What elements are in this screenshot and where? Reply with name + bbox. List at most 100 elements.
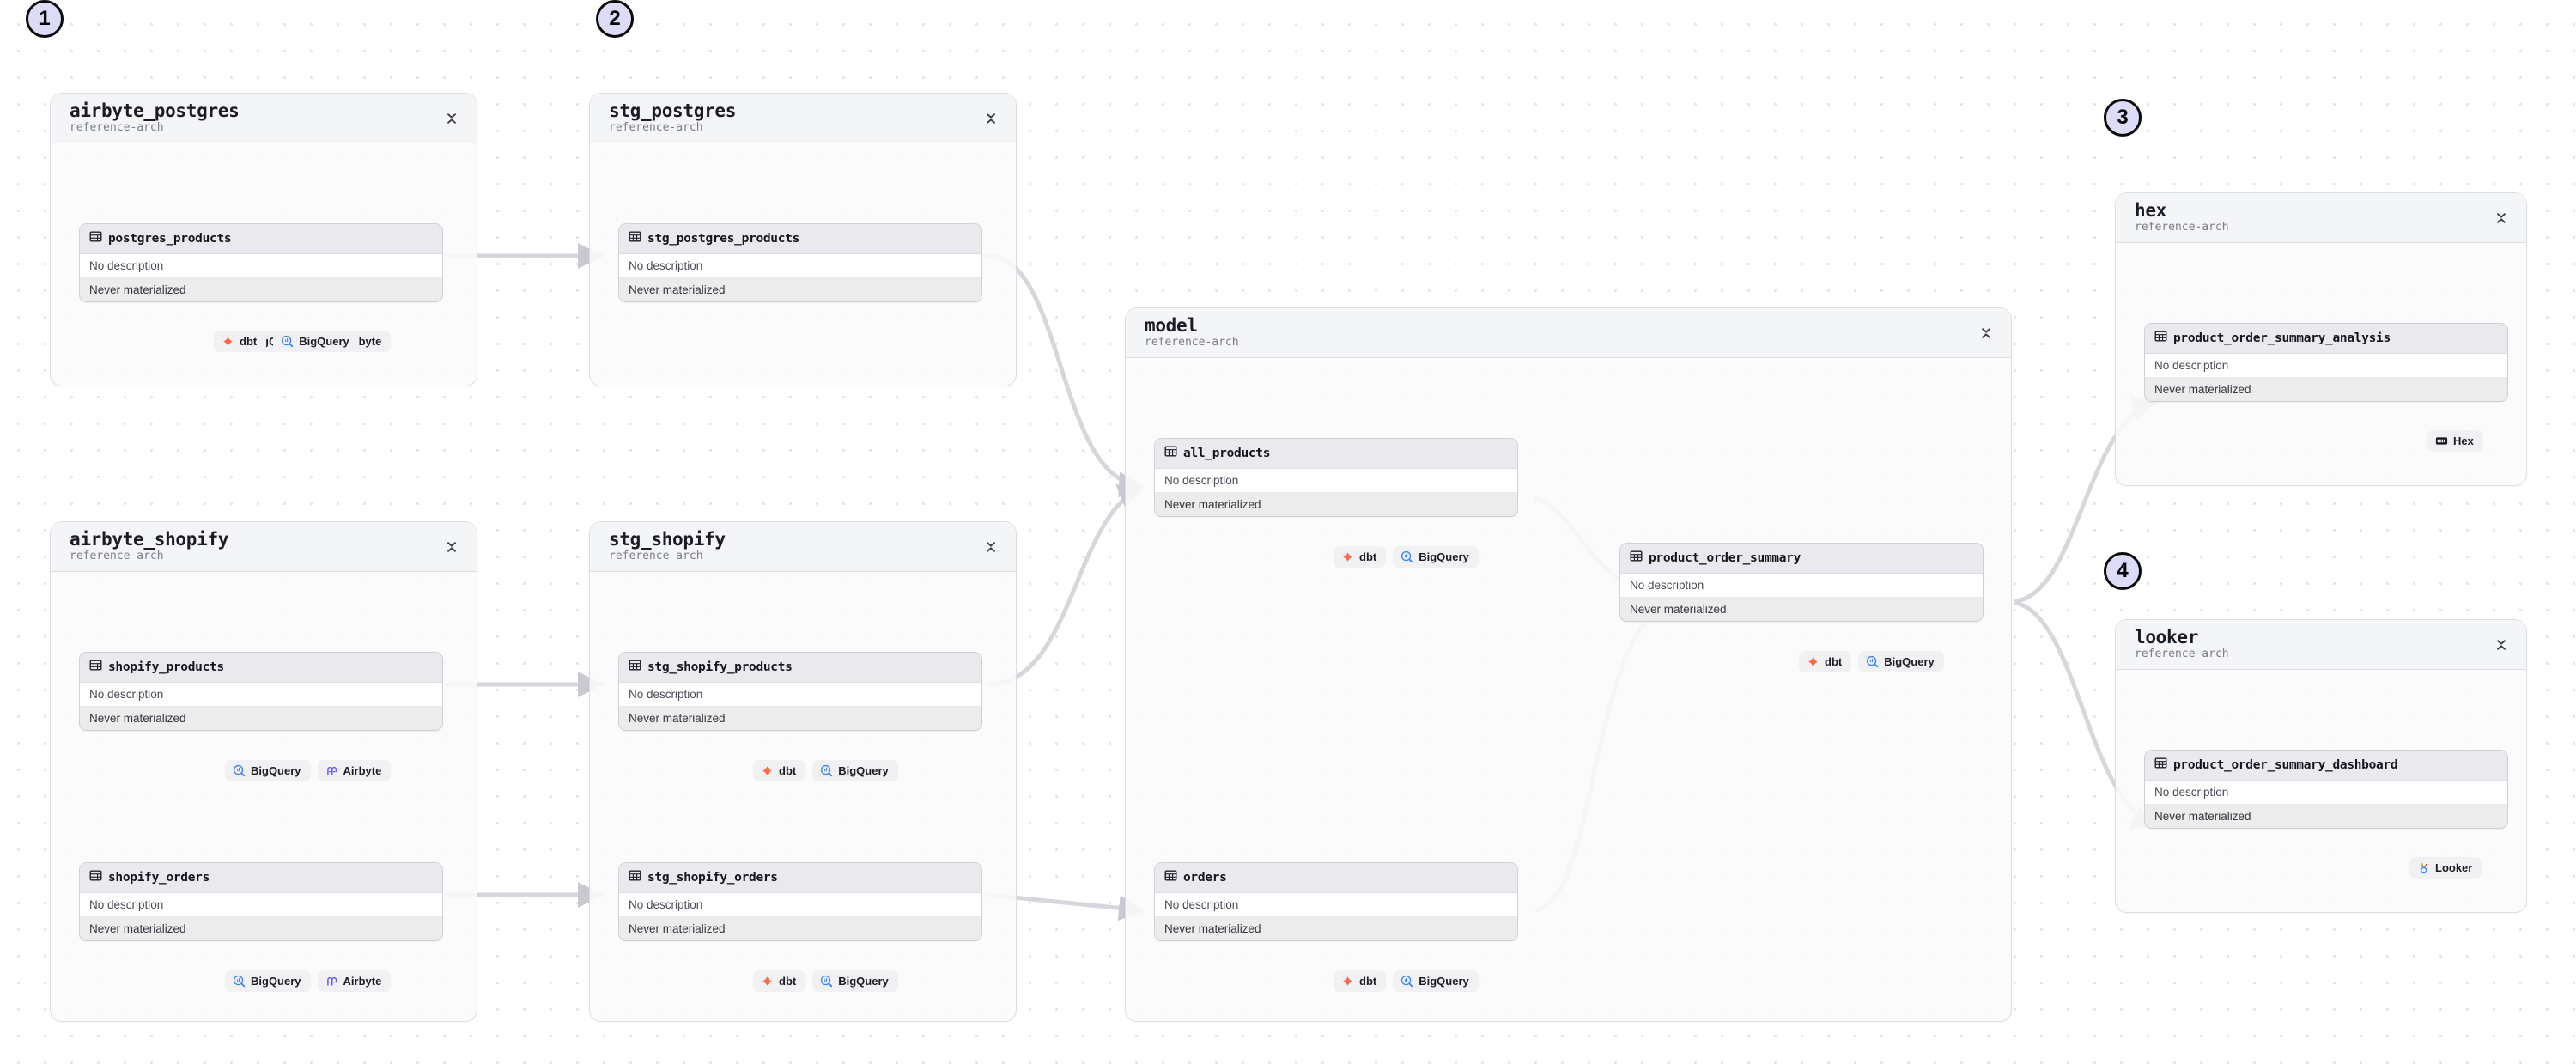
table-grid-icon bbox=[1164, 445, 1177, 462]
group-subtitle: reference-arch bbox=[2135, 221, 2229, 234]
collapse-chevrons-icon[interactable] bbox=[444, 539, 459, 555]
badge-bigquery[interactable]: BigQuery bbox=[273, 331, 359, 352]
asset-materialization-status: Never materialized bbox=[1155, 493, 1517, 516]
badge-label: BigQuery bbox=[838, 975, 889, 988]
collapse-chevrons-icon[interactable] bbox=[983, 111, 999, 126]
collapse-chevrons-icon[interactable] bbox=[2494, 637, 2509, 653]
asset-node-name: stg_shopify_orders bbox=[647, 871, 778, 885]
collapse-chevrons-icon[interactable] bbox=[983, 539, 999, 555]
badge-bigquery[interactable]: BigQuery bbox=[1393, 546, 1479, 568]
asset-description: No description bbox=[619, 254, 981, 278]
badge-dbt[interactable]: dbt bbox=[1334, 546, 1387, 568]
collapse-chevrons-icon[interactable] bbox=[1978, 325, 1994, 341]
integration-badges-product_order_summary: dbt BigQuery bbox=[1799, 651, 1944, 672]
collapse-chevrons-icon[interactable] bbox=[2494, 210, 2509, 226]
integration-badges-stg_postgres_products: dbt BigQuery bbox=[214, 331, 359, 352]
badge-bigquery[interactable]: BigQuery bbox=[812, 970, 898, 992]
asset-description: No description bbox=[619, 683, 981, 707]
asset-node-header: shopify_products bbox=[80, 653, 442, 683]
dbt-icon bbox=[1807, 655, 1820, 668]
collapse-chevrons-icon[interactable] bbox=[444, 111, 459, 126]
badge-airbyte[interactable]: Airbyte bbox=[317, 760, 392, 781]
table-grid-icon bbox=[1164, 869, 1177, 886]
badge-dbt[interactable]: dbt bbox=[753, 970, 806, 992]
dbt-icon bbox=[761, 975, 774, 988]
asset-description: No description bbox=[80, 254, 442, 278]
badge-label: dbt bbox=[1359, 975, 1377, 988]
asset-description: No description bbox=[2145, 781, 2507, 805]
asset-node-product_order_summary_dashboard[interactable]: product_order_summary_dashboard No descri… bbox=[2144, 750, 2508, 829]
step-marker-3: 3 bbox=[2104, 99, 2142, 137]
badge-airbyte[interactable]: Airbyte bbox=[317, 970, 392, 992]
asset-node-name: shopify_orders bbox=[108, 871, 210, 885]
badge-dbt[interactable]: dbt bbox=[214, 331, 267, 352]
badge-label: dbt bbox=[1359, 550, 1377, 563]
badge-dbt[interactable]: dbt bbox=[1334, 970, 1387, 992]
badge-bigquery[interactable]: BigQuery bbox=[225, 970, 311, 992]
badge-label: Airbyte bbox=[343, 975, 382, 988]
badge-hex[interactable]: Hex bbox=[2427, 430, 2483, 452]
asset-materialization-status: Never materialized bbox=[619, 917, 981, 940]
group-title: model bbox=[1145, 314, 1198, 336]
badge-bigquery[interactable]: BigQuery bbox=[225, 760, 311, 781]
dbt-icon bbox=[1341, 550, 1354, 563]
integration-badges-stg_shopify_products: dbt BigQuery bbox=[753, 760, 898, 781]
group-title: stg_shopify bbox=[609, 528, 726, 550]
badge-label: BigQuery bbox=[1884, 655, 1935, 668]
badge-looker[interactable]: Looker bbox=[2409, 857, 2482, 879]
group-subtitle: reference-arch bbox=[609, 121, 703, 135]
bigquery-icon bbox=[233, 764, 246, 777]
asset-node-name: product_order_summary_analysis bbox=[2173, 331, 2391, 345]
badge-label: BigQuery bbox=[1419, 975, 1469, 988]
badge-dbt[interactable]: dbt bbox=[1799, 651, 1852, 672]
badge-label: dbt bbox=[1825, 655, 1843, 668]
asset-node-header: stg_shopify_orders bbox=[619, 863, 981, 893]
group-subtitle: reference-arch bbox=[2135, 648, 2229, 661]
step-marker-4: 4 bbox=[2104, 552, 2142, 590]
integration-badges-all_products: dbt BigQuery bbox=[1334, 546, 1479, 568]
badge-label: BigQuery bbox=[1419, 550, 1469, 563]
asset-node-name: product_order_summary bbox=[1649, 551, 1801, 565]
asset-description: No description bbox=[619, 893, 981, 917]
group-title: stg_postgres bbox=[609, 100, 737, 121]
asset-materialization-status: Never materialized bbox=[80, 707, 442, 730]
asset-description: No description bbox=[1620, 574, 1983, 598]
badge-bigquery[interactable]: BigQuery bbox=[812, 760, 898, 781]
table-grid-icon bbox=[89, 869, 102, 886]
badge-label: BigQuery bbox=[251, 764, 301, 777]
asset-description: No description bbox=[80, 683, 442, 707]
group-subtitle: reference-arch bbox=[70, 550, 164, 563]
asset-node-name: postgres_products bbox=[108, 232, 232, 246]
badge-bigquery[interactable]: BigQuery bbox=[1393, 970, 1479, 992]
asset-node-header: all_products bbox=[1155, 439, 1517, 469]
dbt-icon bbox=[1341, 975, 1354, 988]
badge-bigquery[interactable]: BigQuery bbox=[1858, 651, 1944, 672]
asset-node-name: product_order_summary_dashboard bbox=[2173, 758, 2398, 772]
asset-node-header: product_order_summary bbox=[1620, 544, 1983, 574]
table-grid-icon bbox=[89, 230, 102, 247]
badge-dbt[interactable]: dbt bbox=[753, 760, 806, 781]
table-grid-icon bbox=[629, 659, 641, 676]
asset-node-name: orders bbox=[1183, 871, 1227, 885]
